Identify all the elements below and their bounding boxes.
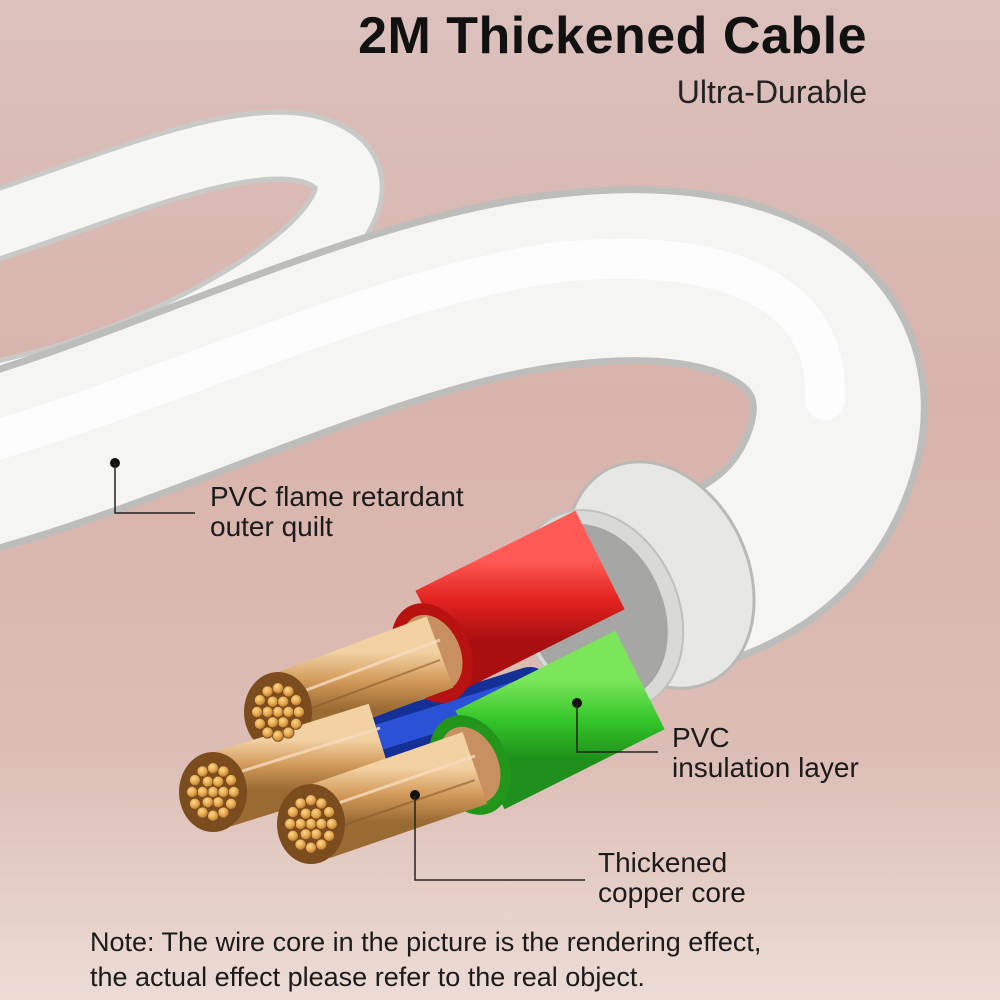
label-copper-core-line1: Thickened — [598, 847, 728, 878]
copper-strand — [212, 796, 225, 809]
copper-strand — [277, 695, 290, 708]
label-insulation-line1: PVC — [672, 722, 730, 753]
copper-strand — [206, 762, 219, 775]
copper-strand — [261, 706, 274, 719]
copper-strand — [271, 729, 284, 742]
label-copper-core-line2: copper core — [598, 877, 746, 908]
copper-strand — [251, 706, 264, 719]
copper-strand — [212, 775, 225, 788]
copper-strand — [315, 818, 328, 831]
copper-strand — [186, 786, 199, 799]
copper-strand — [294, 838, 307, 851]
copper-strand — [284, 818, 297, 831]
label-outer-quilt-line2: outer quilt — [210, 511, 333, 542]
copper-strand — [201, 775, 214, 788]
copper-strand — [261, 685, 274, 698]
copper-strand — [304, 794, 317, 807]
copper-strand — [299, 807, 312, 820]
copper-strand — [286, 806, 299, 819]
disclaimer-note: Note: The wire core in the picture is th… — [90, 925, 761, 995]
copper-strand — [253, 717, 266, 730]
label-outer-quilt-line1: PVC flame retardant — [210, 481, 464, 512]
copper-strand — [271, 682, 284, 695]
copper-strand — [206, 786, 219, 799]
copper-strand — [225, 797, 238, 810]
copper-strand — [217, 806, 230, 819]
copper-strand — [310, 807, 323, 820]
copper-strand — [315, 838, 328, 851]
copper-strand — [282, 726, 295, 739]
copper-strand — [325, 818, 338, 831]
callout-outer-quilt — [110, 458, 195, 514]
label-insulation: PVC insulation layer — [672, 723, 859, 783]
copper-strand — [253, 694, 266, 707]
callout-copper — [410, 790, 585, 881]
label-insulation-line2: insulation layer — [672, 752, 859, 783]
copper-strand — [217, 786, 230, 799]
copper-strand — [196, 786, 209, 799]
callout-insulation — [572, 698, 658, 753]
copper-strand — [188, 797, 201, 810]
page-subtitle: Ultra-Durable — [676, 74, 867, 110]
copper-strand — [315, 797, 328, 810]
copper-strand — [225, 774, 238, 787]
copper-strand — [292, 706, 305, 719]
copper-strand — [217, 765, 230, 778]
label-outer-quilt: PVC flame retardant outer quilt — [210, 482, 464, 542]
copper-strand — [206, 809, 219, 822]
copper-strand — [299, 828, 312, 841]
label-copper-core: Thickened copper core — [598, 848, 746, 908]
copper-strand — [286, 829, 299, 842]
copper-strand — [290, 694, 303, 707]
page-title: 2M Thickened Cable — [358, 7, 867, 65]
copper-strand — [271, 706, 284, 719]
copper-strand — [294, 818, 307, 831]
copper-strand — [282, 685, 295, 698]
copper-strand — [227, 786, 240, 799]
copper-strand — [304, 818, 317, 831]
copper-strand — [290, 717, 303, 730]
copper-strand — [294, 797, 307, 810]
copper-strand — [188, 774, 201, 787]
cable-main-bend — [0, 186, 928, 665]
copper-strand — [277, 716, 290, 729]
copper-strand — [282, 706, 295, 719]
copper-strand — [266, 716, 279, 729]
copper-strand — [201, 796, 214, 809]
copper-strand — [304, 841, 317, 854]
copper-strand — [323, 829, 336, 842]
note-line2: the actual effect please refer to the re… — [90, 962, 645, 992]
copper-strand — [266, 695, 279, 708]
note-line1: Note: The wire core in the picture is th… — [90, 927, 762, 957]
copper-strand — [323, 806, 336, 819]
copper-strand — [196, 765, 209, 778]
copper-strand — [196, 806, 209, 819]
copper-strand-ends — [186, 682, 338, 854]
copper-strand — [261, 726, 274, 739]
copper-strand — [310, 828, 323, 841]
